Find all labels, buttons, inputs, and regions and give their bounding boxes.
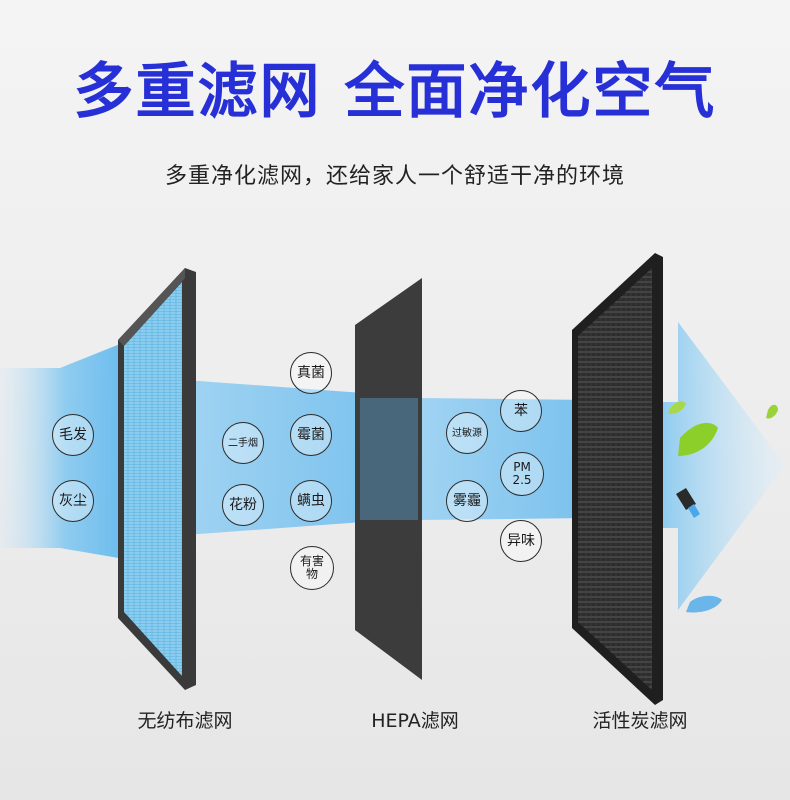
pollutant-bubble: 异味 bbox=[500, 520, 542, 562]
pollutant-bubble: 真菌 bbox=[290, 352, 332, 394]
pollutant-bubble: 螨虫 bbox=[290, 480, 332, 522]
pollutant-bubble: 过敏源 bbox=[446, 412, 488, 454]
filter-label-hepa: HEPA滤网 bbox=[371, 710, 459, 732]
carbon-filter-panel bbox=[572, 253, 663, 705]
leaf-icon bbox=[668, 401, 778, 456]
filter-label-nonwoven: 无纺布滤网 bbox=[137, 710, 233, 732]
page-title: 多重滤网 全面净化空气 bbox=[73, 57, 717, 127]
pollutant-bubble: 灰尘 bbox=[52, 480, 94, 522]
pollutant-bubble: 有害物 bbox=[290, 546, 334, 590]
hepa-filter-panel bbox=[355, 278, 422, 680]
pollutant-bubble: 霉菌 bbox=[290, 414, 332, 456]
filter-label-carbon: 活性炭滤网 bbox=[592, 710, 688, 732]
pollutant-bubble: 苯 bbox=[500, 390, 542, 432]
pollutant-bubble: PM 2.5 bbox=[500, 452, 544, 496]
nonwoven-filter-panel bbox=[118, 268, 196, 690]
pollutant-bubble: 二手烟 bbox=[222, 422, 264, 464]
page-subtitle: 多重净化滤网，还给家人一个舒适干净的环境 bbox=[164, 164, 625, 189]
pollutant-bubble: 花粉 bbox=[222, 484, 264, 526]
dust-particle-icon bbox=[676, 488, 722, 613]
pollutant-bubble: 毛发 bbox=[52, 414, 94, 456]
pollutant-bubble: 雾霾 bbox=[446, 480, 488, 522]
arrow-right-icon bbox=[663, 322, 785, 610]
